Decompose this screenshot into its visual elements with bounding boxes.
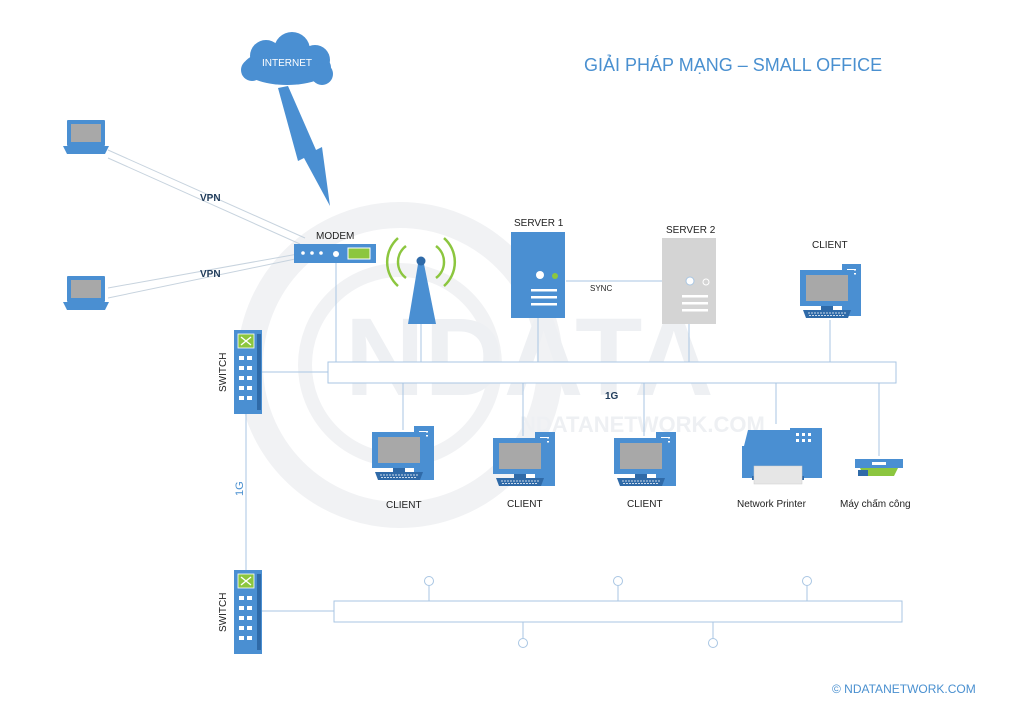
switch-icon — [234, 330, 262, 414]
watermark-url: NDATANETWORK.COM — [520, 412, 765, 437]
laptop-icon — [63, 276, 109, 310]
backbone-speed-label: 1G — [605, 391, 619, 402]
switch-1-label: SWITCH — [218, 353, 229, 392]
desktop-computer-icon — [372, 426, 434, 480]
printer-label: Network Printer — [737, 499, 807, 510]
switch-icon — [234, 570, 262, 654]
time-clock-label: Máy chấm công — [840, 498, 911, 510]
internet-label: INTERNET — [262, 58, 312, 69]
modem-label: MODEM — [316, 231, 354, 242]
backbone-bus — [327, 361, 897, 384]
time-clock-icon — [855, 459, 903, 476]
cloud-icon — [241, 32, 333, 85]
server-icon — [511, 232, 565, 318]
lower-bus-nodes — [424, 576, 812, 648]
switch-2-label: SWITCH — [218, 593, 229, 632]
modem-icon — [294, 244, 376, 263]
copyright: © NDATANETWORK.COM — [832, 682, 976, 696]
printer-icon — [742, 428, 822, 485]
client-2-label: CLIENT — [507, 499, 543, 510]
vpn-label-2: VPN — [200, 269, 221, 280]
desktop-computer-icon — [614, 432, 676, 486]
uplink-speed-label: 1G — [234, 481, 246, 496]
client-1-label: CLIENT — [386, 500, 422, 511]
server-2-label: SERVER 2 — [666, 225, 716, 236]
desktop-computer-icon — [800, 264, 861, 318]
server-icon — [662, 238, 716, 324]
lightning-icon — [278, 86, 330, 206]
vpn-label-1: VPN — [200, 193, 221, 204]
client-top-label: CLIENT — [812, 240, 848, 251]
laptop-icon — [63, 120, 109, 154]
lower-bus — [333, 600, 903, 623]
desktop-computer-icon — [493, 432, 555, 486]
wifi-antenna-icon — [385, 237, 457, 324]
server-1-label: SERVER 1 — [514, 218, 564, 229]
sync-label: SYNC — [590, 284, 612, 293]
client-3-label: CLIENT — [627, 499, 663, 510]
page-title: GIẢI PHÁP MẠNG – SMALL OFFICE — [584, 54, 882, 75]
